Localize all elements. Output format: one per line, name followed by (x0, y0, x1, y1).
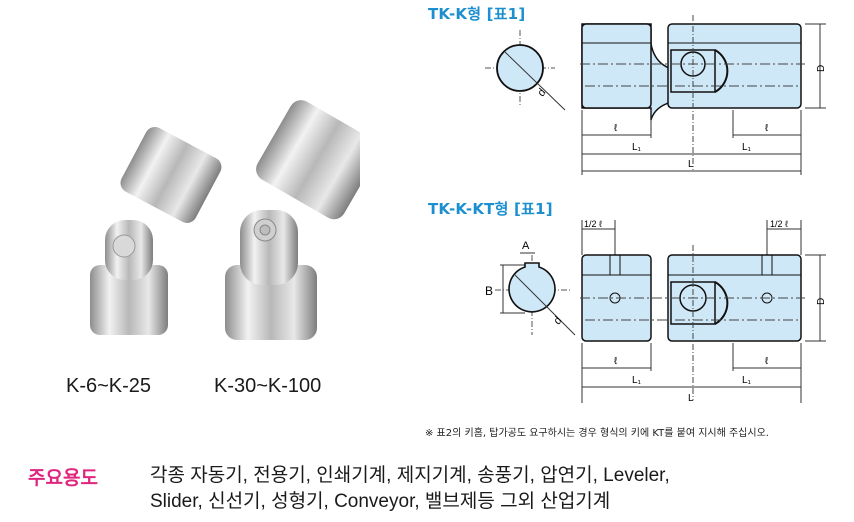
diagram1-side-view: D ℓ ℓ L₁ L₁ L (580, 15, 827, 175)
svg-text:1/2 ℓ: 1/2 ℓ (770, 219, 789, 229)
caption-large-model: K-30~K-100 (214, 375, 322, 397)
usage-label: 주요용도 (28, 467, 98, 489)
usage-line-2: Slider, 신선기, 성형기, Conveyor, 밸브제등 그외 산업기계 (150, 491, 611, 512)
diagram2-side-view: 1/2 ℓ 1/2 ℓ D ℓ ℓ L₁ L₁ L (580, 219, 827, 404)
svg-text:L₁: L₁ (632, 142, 642, 153)
svg-text:D: D (816, 298, 827, 305)
diagram1-title: TK-K형 [표1] (428, 5, 526, 23)
diagram2-section: A B d (485, 240, 576, 336)
svg-text:A: A (522, 240, 530, 252)
svg-text:L₁: L₁ (742, 375, 752, 386)
usage-line-1: 각종 자동기, 전용기, 인쇄기계, 제지기계, 송풍기, 압연기, Level… (150, 465, 670, 486)
keyway-note: ※ 표2의 키홈, 탑가공도 요구하시는 경우 형식의 키에 KT를 붙여 지시… (425, 428, 769, 439)
diagram2-title: TK-K-KT형 [표1] (428, 200, 553, 218)
svg-text:L₁: L₁ (632, 375, 642, 386)
svg-text:ℓ: ℓ (765, 123, 769, 134)
svg-text:d: d (551, 314, 565, 326)
svg-text:L: L (688, 393, 694, 404)
diagram1-section: d (485, 30, 566, 111)
svg-text:B: B (485, 284, 493, 298)
svg-text:L₁: L₁ (742, 142, 752, 153)
caption-small-model: K-6~K-25 (66, 375, 152, 397)
product-photo (60, 90, 379, 350)
usage-text: 각종 자동기, 전용기, 인쇄기계, 제지기계, 송풍기, 압연기, Level… (150, 463, 670, 515)
svg-text:D: D (816, 65, 827, 72)
universal-joint-illustration (90, 100, 379, 340)
svg-text:L: L (688, 159, 694, 170)
svg-text:ℓ: ℓ (765, 356, 769, 367)
svg-text:ℓ: ℓ (614, 356, 618, 367)
svg-text:1/2 ℓ: 1/2 ℓ (584, 219, 603, 229)
svg-text:ℓ: ℓ (614, 123, 618, 134)
